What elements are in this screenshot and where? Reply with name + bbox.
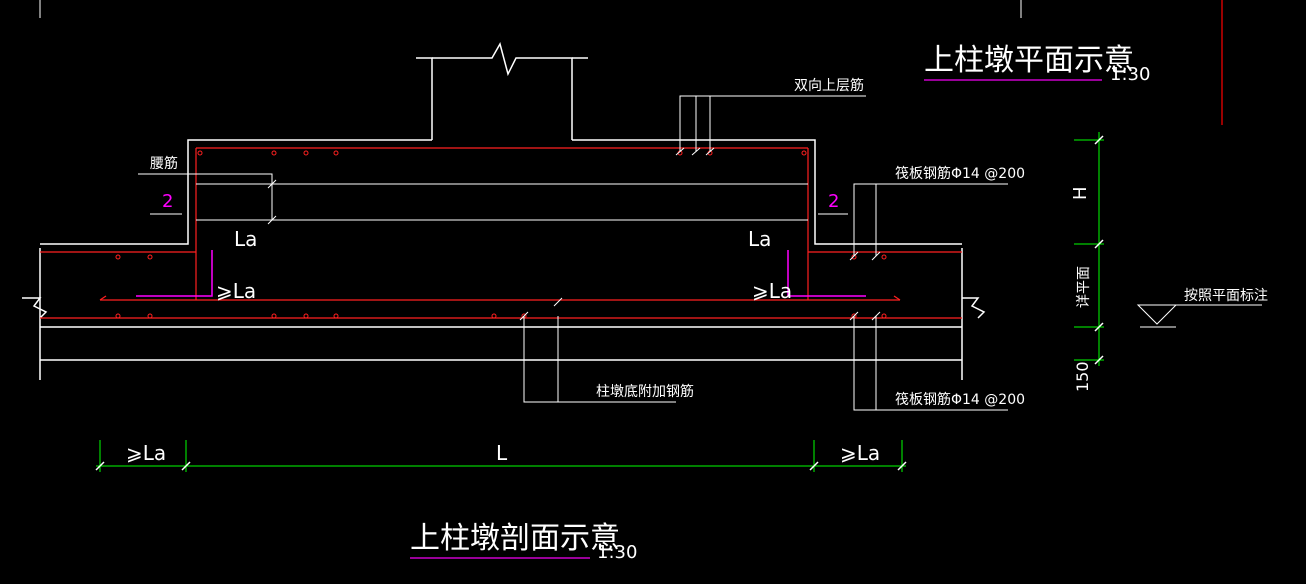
plan-scale: 1:30 — [1110, 64, 1150, 85]
ge-la-left: ⩾La — [216, 279, 256, 303]
pier-outline — [22, 139, 986, 380]
dim-vertical-raft: 详平面 — [1076, 266, 1092, 308]
section-mark-right: 2 — [818, 191, 848, 215]
dim-bottom-middle: L — [496, 441, 508, 465]
plan-title: 上柱墩平面示意 — [924, 43, 1134, 78]
dim-vertical-h: H — [1070, 186, 1091, 200]
section-mark-left: 2 — [150, 191, 182, 215]
dim-bottom-left: ⩾La — [126, 441, 166, 465]
anchorage-labels: La La ⩾La ⩾La — [216, 227, 792, 303]
waist-bars — [196, 183, 808, 221]
section-mark-right-label: 2 — [828, 191, 839, 212]
rebar-lines — [40, 147, 962, 319]
leader-lines — [138, 95, 1262, 411]
plan-title-block: 上柱墩平面示意 1:30 — [924, 43, 1150, 85]
section-mark-left-label: 2 — [162, 191, 173, 212]
top-bidirectional-label: 双向上层筋 — [794, 77, 864, 94]
waist-bar-label: 腰筋 — [150, 155, 178, 172]
la-right: La — [748, 227, 771, 251]
raft-bottom-bar-label: 筏板钢筋Φ14 @200 — [895, 391, 1025, 408]
la-left: La — [234, 227, 257, 251]
section-title: 上柱墩剖面示意 — [410, 521, 620, 556]
elevation-symbol — [1136, 304, 1178, 325]
raft-top-bar-label: 筏板钢筋Φ14 @200 — [895, 165, 1025, 182]
leader-ticks — [267, 147, 881, 321]
horizontal-dimension: ⩾La L ⩾La — [95, 440, 907, 472]
per-plan-label: 按照平面标注 — [1184, 288, 1268, 304]
anchor-hooks — [136, 250, 866, 297]
dim-bottom-right: ⩾La — [840, 441, 880, 465]
annotation-labels: 双向上层筋 腰筋 筏板钢筋Φ14 @200 筏板钢筋Φ14 @200 柱墩底附加… — [150, 77, 1268, 408]
dim-vertical-150: 150 — [1073, 361, 1092, 392]
vertical-dimension: H 详平面 150 — [1070, 132, 1104, 392]
ge-la-right: ⩾La — [752, 279, 792, 303]
pier-bottom-bar-label: 柱墩底附加钢筋 — [596, 383, 694, 400]
frame-lines — [39, 0, 1223, 125]
section-title-block: 上柱墩剖面示意 1:30 — [410, 521, 637, 563]
column-outline — [416, 42, 588, 140]
section-scale: 1:30 — [597, 542, 637, 563]
